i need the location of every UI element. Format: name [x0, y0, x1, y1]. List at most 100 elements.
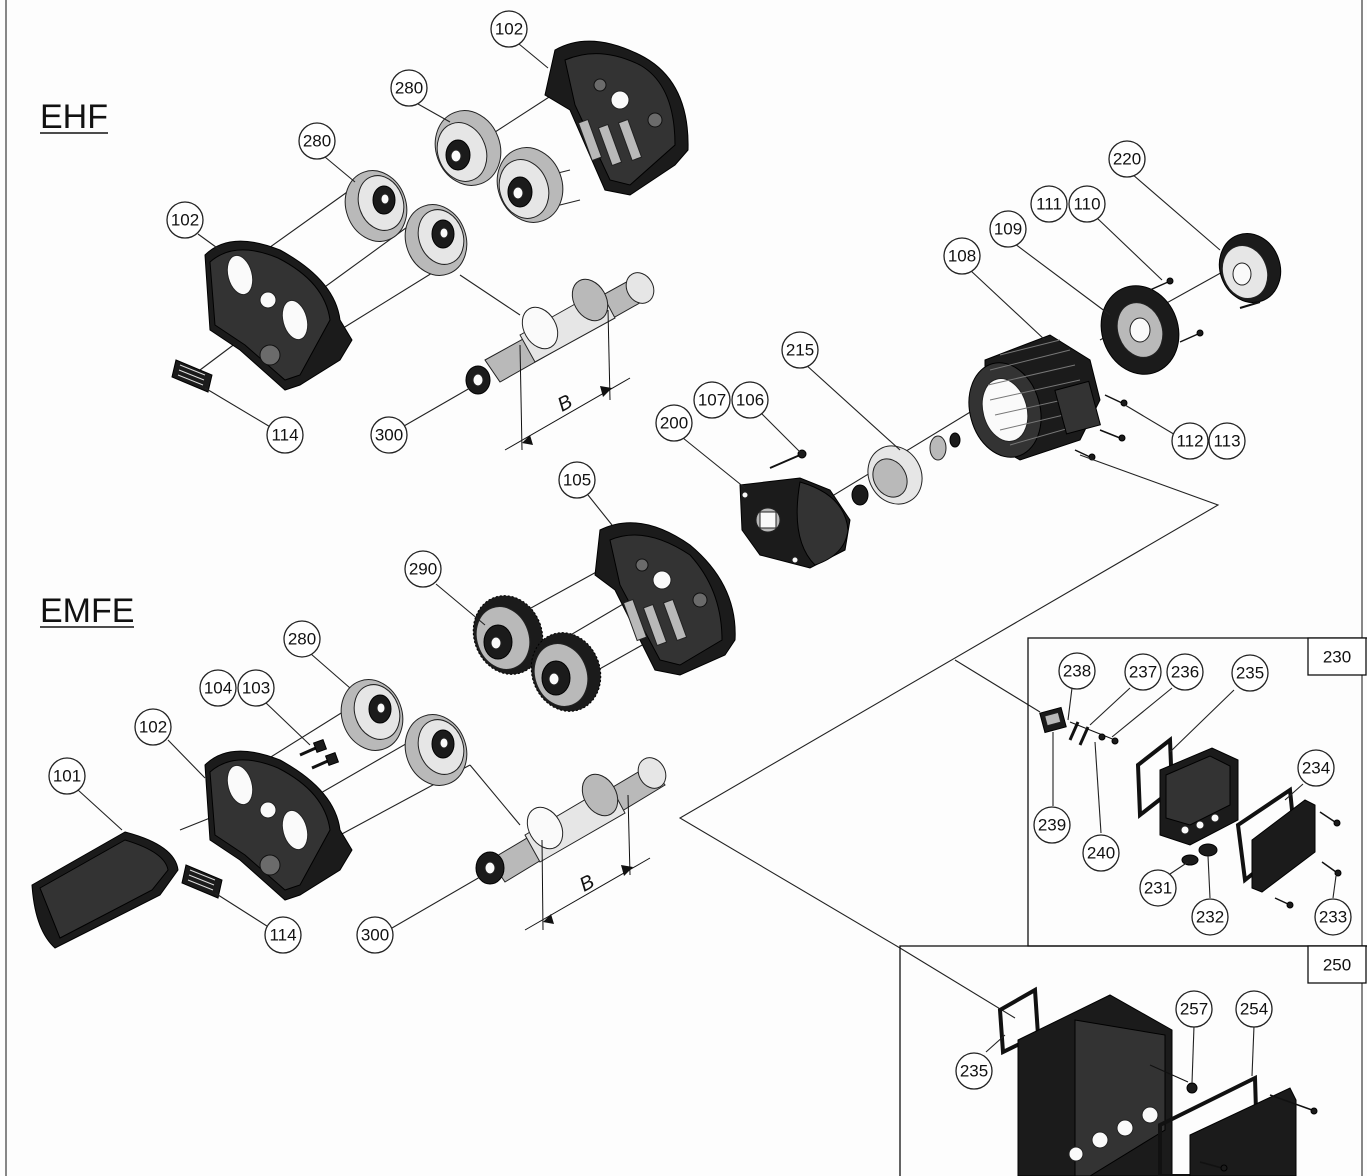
svg-text:108: 108: [948, 247, 976, 266]
terminal-box-lid-250: [1158, 1074, 1297, 1176]
svg-text:215: 215: [786, 341, 814, 360]
ehf-shaft: [465, 272, 655, 395]
box-250-label: 250: [1323, 956, 1351, 975]
callout-254: 254: [1235, 990, 1273, 1028]
callout-236: 236: [1166, 653, 1204, 691]
svg-text:235: 235: [960, 1062, 988, 1081]
ehf-bearing-upper: [434, 110, 502, 186]
callout-239: 239: [1033, 806, 1071, 844]
svg-text:290: 290: [409, 560, 437, 579]
callout-114-emfe: 114: [264, 916, 302, 954]
emfe-gear-wheel-lower: [530, 632, 602, 712]
callout-108: 108: [943, 237, 981, 275]
svg-text:114: 114: [269, 926, 296, 945]
terminal-box-250: [1017, 994, 1173, 1176]
svg-text:257: 257: [1180, 1000, 1208, 1019]
gearbox-unit: [739, 477, 851, 569]
screws-250: [1149, 1064, 1318, 1172]
svg-text:103: 103: [242, 679, 270, 698]
box-230-label: 230: [1323, 648, 1351, 667]
terminal-box-230: [1159, 747, 1239, 846]
callout-102-emfe: 102: [134, 708, 172, 746]
lid-screws-230: [1274, 811, 1342, 909]
callout-235-box250: 235: [955, 1052, 993, 1090]
coupling: [851, 432, 961, 506]
svg-text:280: 280: [303, 132, 331, 151]
callout-232: 232: [1191, 898, 1229, 936]
svg-text:220: 220: [1113, 150, 1141, 169]
callout-300-ehf: 300: [370, 416, 408, 454]
svg-text:200: 200: [660, 414, 688, 433]
callout-102-ehf-rear: 102: [490, 10, 528, 48]
ehf-front-housing: [204, 240, 353, 391]
svg-text:280: 280: [395, 79, 423, 98]
callout-112: 112: [1171, 422, 1209, 460]
svg-text:236: 236: [1171, 663, 1199, 682]
svg-text:239: 239: [1038, 816, 1066, 835]
brake-unit: [1218, 233, 1282, 309]
callout-105: 105: [558, 461, 596, 499]
end-shield-screws: [1149, 277, 1204, 343]
callout-104: 104: [199, 669, 237, 707]
emfe-bearing-left: [340, 679, 404, 751]
callout-107: 107: [693, 381, 731, 419]
callout-257: 257: [1175, 990, 1213, 1028]
callout-280-emfe: 280: [283, 620, 321, 658]
emfe-end-cover: [31, 831, 179, 949]
ehf-bearing-left: [344, 170, 408, 242]
callout-114-ehf: 114: [266, 416, 304, 454]
callout-113: 113: [1208, 422, 1246, 460]
callout-238: 238: [1058, 652, 1096, 690]
emfe-front-housing: [204, 750, 353, 901]
svg-text:112: 112: [1176, 432, 1203, 451]
svg-text:111: 111: [1036, 195, 1062, 214]
callout-231: 231: [1139, 869, 1177, 907]
svg-text:240: 240: [1087, 844, 1115, 863]
callout-leaders: [77, 43, 1337, 1084]
svg-text:113: 113: [1213, 432, 1240, 451]
svg-text:107: 107: [698, 391, 726, 410]
callout-215: 215: [781, 331, 819, 369]
svg-text:300: 300: [361, 926, 389, 945]
terminal-links: [1068, 721, 1119, 746]
callout-102-ehf-front: 102: [166, 201, 204, 239]
emfe-nameplate: [181, 864, 223, 899]
callout-200: 200: [655, 404, 693, 442]
callout-234: 234: [1297, 749, 1335, 787]
callout-290: 290: [404, 550, 442, 588]
callout-237: 237: [1124, 653, 1162, 691]
ehf-rear-housing: [544, 40, 689, 196]
emfe-shaft: [475, 757, 667, 885]
svg-text:232: 232: [1196, 908, 1224, 927]
motor: [968, 334, 1101, 461]
svg-text:102: 102: [495, 20, 523, 39]
svg-text:300: 300: [375, 426, 403, 445]
svg-text:280: 280: [288, 630, 316, 649]
emfe-bolts: [299, 738, 340, 770]
callout-235-box230: 235: [1231, 654, 1269, 692]
emfe-bearing-right: [404, 714, 468, 786]
terminal-block: [1039, 706, 1067, 734]
callout-101: 101: [48, 757, 86, 795]
svg-text:104: 104: [204, 679, 232, 698]
svg-text:102: 102: [139, 718, 167, 737]
callout-220: 220: [1108, 140, 1146, 178]
gearbox-screw: [769, 449, 807, 469]
svg-text:110: 110: [1073, 195, 1100, 214]
callout-300-emfe: 300: [356, 916, 394, 954]
end-shield: [1100, 285, 1180, 375]
ehf-bearing-right: [404, 204, 468, 276]
svg-text:114: 114: [271, 426, 298, 445]
svg-text:234: 234: [1302, 759, 1330, 778]
callout-280-ehf-lower: 280: [298, 122, 336, 160]
emfe-rear-housing: [594, 522, 736, 676]
callout-233: 233: [1314, 898, 1352, 936]
svg-text:106: 106: [736, 391, 764, 410]
terminal-box-lid-230: [1235, 786, 1316, 893]
emfe-gear-wheel-upper: [472, 595, 544, 675]
svg-text:102: 102: [171, 211, 199, 230]
title-ehf: EHF: [40, 98, 108, 136]
svg-text:235: 235: [1236, 664, 1264, 683]
svg-text:105: 105: [563, 471, 591, 490]
svg-text:231: 231: [1144, 879, 1172, 898]
